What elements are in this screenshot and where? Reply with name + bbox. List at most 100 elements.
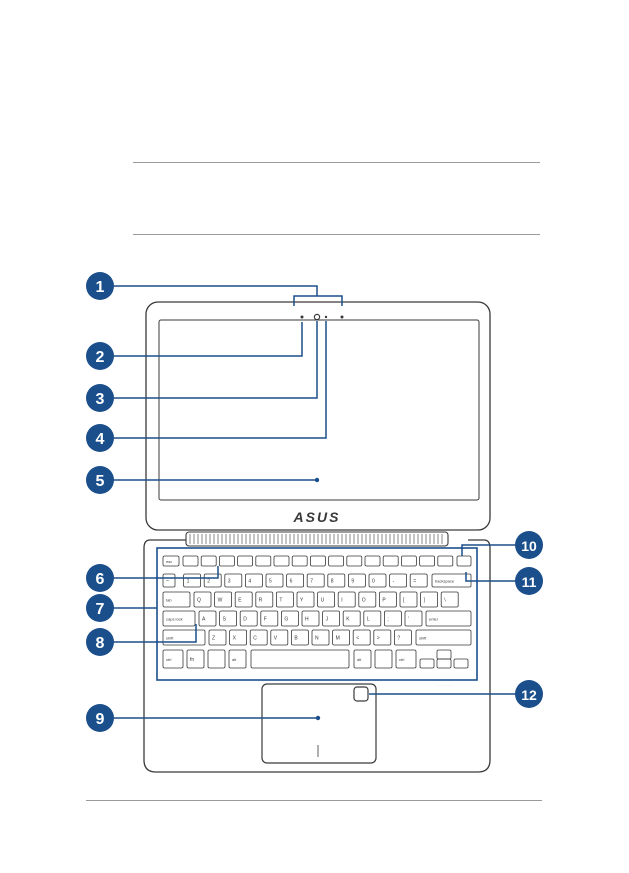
callout-7: 7: [86, 594, 114, 622]
key: O: [358, 591, 377, 608]
key: G: [280, 610, 299, 627]
leader-11: [465, 572, 524, 582]
key: F: [260, 610, 279, 627]
key-label: ctrl: [399, 657, 404, 662]
key-label: 6: [290, 579, 293, 585]
key-label: V: [274, 636, 278, 642]
function-key: [273, 555, 290, 567]
hinge: [185, 531, 449, 547]
key-arrow-down: [436, 658, 452, 669]
key-label: E: [238, 598, 242, 604]
key-arrow-left: [419, 658, 435, 669]
key: R: [255, 591, 274, 608]
function-key: [437, 555, 454, 567]
key-label: backspace: [435, 579, 455, 584]
key-label: tab: [166, 598, 172, 603]
key: Q: [193, 591, 212, 608]
callout-number: 9: [96, 711, 105, 728]
leader-lines: [113, 285, 524, 719]
callout-5: 5: [86, 466, 114, 494]
callout-3: 3: [86, 384, 114, 412]
key-label: 9: [351, 579, 354, 585]
lid-outline: [145, 301, 491, 531]
callout-number: 6: [96, 571, 105, 588]
key: Z: [208, 629, 227, 646]
key: E: [234, 591, 253, 608]
key-label: alt: [232, 657, 237, 662]
key-label: fn: [190, 657, 194, 663]
top-rule: [133, 162, 540, 163]
key: [: [399, 591, 418, 608]
asus-logo: ASUS: [293, 509, 341, 525]
callout-number: 1: [96, 279, 105, 296]
key: ]: [420, 591, 439, 608]
function-key: [182, 555, 199, 567]
key: S: [219, 610, 238, 627]
key-label: P: [382, 598, 386, 604]
key-label: \: [444, 598, 446, 604]
key: 8: [327, 573, 346, 588]
key: Y: [296, 591, 315, 608]
callout-number: 7: [96, 601, 105, 618]
key: 1: [183, 573, 202, 588]
key-tab: tab: [162, 591, 191, 608]
key: -: [389, 573, 408, 588]
key-label: alt: [357, 657, 362, 662]
key-label: Z: [212, 636, 215, 642]
key: H: [301, 610, 320, 627]
callout-number: 8: [96, 635, 105, 652]
key: P: [378, 591, 397, 608]
key-label: Y: [300, 598, 304, 604]
key-label: shift: [419, 636, 427, 641]
key-label: 5: [269, 579, 272, 585]
key: 3: [224, 573, 243, 588]
key-shift-left: shift: [162, 629, 206, 646]
function-key: [200, 555, 217, 567]
key: =: [409, 573, 428, 588]
leader-3: [113, 321, 318, 399]
leader-2: [113, 322, 303, 357]
callout-6: 6: [86, 564, 114, 592]
key-alt-right: alt: [353, 649, 372, 669]
leader-4: [113, 321, 327, 439]
key-label: U: [321, 598, 325, 604]
key-label: T: [279, 598, 282, 604]
key: N: [311, 629, 330, 646]
callout-number: 12: [521, 687, 537, 703]
key-label: =: [413, 579, 416, 585]
key-label: I: [341, 598, 342, 604]
function-key: [419, 555, 436, 567]
callout-number: 5: [96, 473, 105, 490]
key-label: 8: [331, 579, 334, 585]
leader-endpoints: [314, 477, 321, 721]
display-panel: [158, 319, 480, 501]
key-arrow-right: [453, 658, 469, 669]
key: L: [363, 610, 382, 627]
function-key: [346, 555, 363, 567]
key: \: [440, 591, 459, 608]
key-menu: [374, 649, 393, 669]
callout-number: 11: [522, 574, 537, 590]
touchpad: [261, 683, 377, 764]
key-label: N: [315, 636, 319, 642]
callout-1: 1: [86, 272, 114, 300]
footer-rule: [86, 800, 542, 801]
function-key: [291, 555, 308, 567]
key-label: B: [294, 636, 298, 642]
key-label: X: [233, 636, 237, 642]
base-outline: [143, 539, 491, 773]
key-enter: enter: [425, 610, 472, 627]
key: >: [373, 629, 392, 646]
key-esc: esc: [162, 555, 180, 567]
key-ctrl-right: ctrl: [395, 649, 417, 669]
key: 2: [203, 573, 222, 588]
key: V: [270, 629, 289, 646]
key-label: S: [223, 617, 227, 623]
callout-number: 10: [521, 538, 537, 554]
key-label: enter: [429, 617, 439, 622]
key: ': [404, 610, 423, 627]
key: 9: [347, 573, 366, 588]
key: 7: [306, 573, 325, 588]
key-windows: [207, 649, 226, 669]
